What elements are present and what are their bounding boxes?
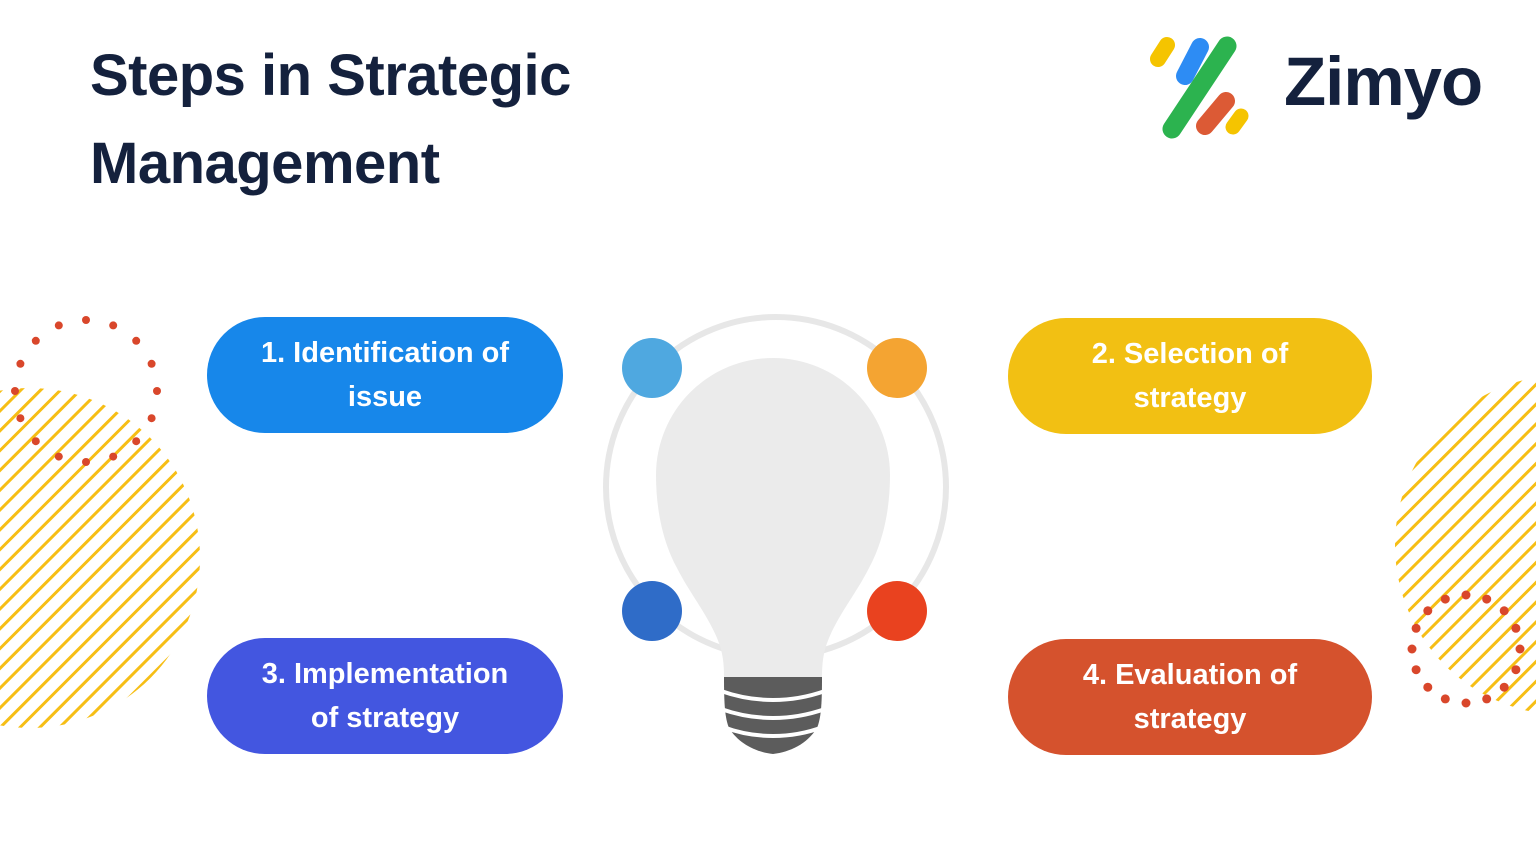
step-3-label-line-2: of strategy [310, 702, 460, 734]
lightbulb-icon [603, 314, 949, 754]
step-node-4 [867, 581, 927, 641]
step-4-label-line-1: 4. Evaluation of [1082, 659, 1298, 691]
logo-green-bar [1162, 36, 1237, 139]
step-1-label-line-1: 1. Identification of [260, 337, 510, 369]
step-node-1 [622, 338, 682, 398]
bulb-glass [656, 358, 890, 677]
page-title-line-1: Steps in Strategic [90, 43, 571, 108]
brand-name: Zimyo [1284, 43, 1483, 120]
striped-circle-decoration [1395, 377, 1536, 713]
logo-yellow-dot-bottom [1225, 108, 1249, 135]
logo-yellow-dot-top [1150, 37, 1175, 67]
logo-blue-bar [1176, 38, 1209, 85]
dotted-ring-decoration [1407, 590, 1525, 708]
step-1-label-line-2: issue [347, 381, 423, 413]
logo-red-bar [1196, 92, 1235, 135]
page-title: Steps in Strategic Management [90, 32, 571, 208]
step-node-2 [867, 338, 927, 398]
striped-circle-decoration [0, 388, 200, 728]
step-pill-3: 3. Implementation of strategy [207, 638, 563, 754]
step-2-label-line-1: 2. Selection of [1091, 338, 1289, 370]
left-decoration [0, 316, 200, 728]
step-4-label-line-2: strategy [1133, 703, 1247, 735]
bulb-base-threads [720, 689, 826, 738]
step-pill-4: 4. Evaluation of strategy [1008, 639, 1372, 755]
step-pill-2: 2. Selection of strategy [1008, 318, 1372, 434]
step-3-label-line-1: 3. Implementation [261, 658, 509, 690]
dotted-ring-decoration [11, 316, 161, 466]
right-decoration [1395, 377, 1536, 713]
page-title-line-2: Management [90, 131, 440, 196]
step-pill-1: 1. Identification of issue [207, 317, 563, 433]
step-node-3 [622, 581, 682, 641]
zimyo-percent-mark-icon [1150, 36, 1249, 139]
step-2-label-line-2: strategy [1133, 382, 1247, 414]
